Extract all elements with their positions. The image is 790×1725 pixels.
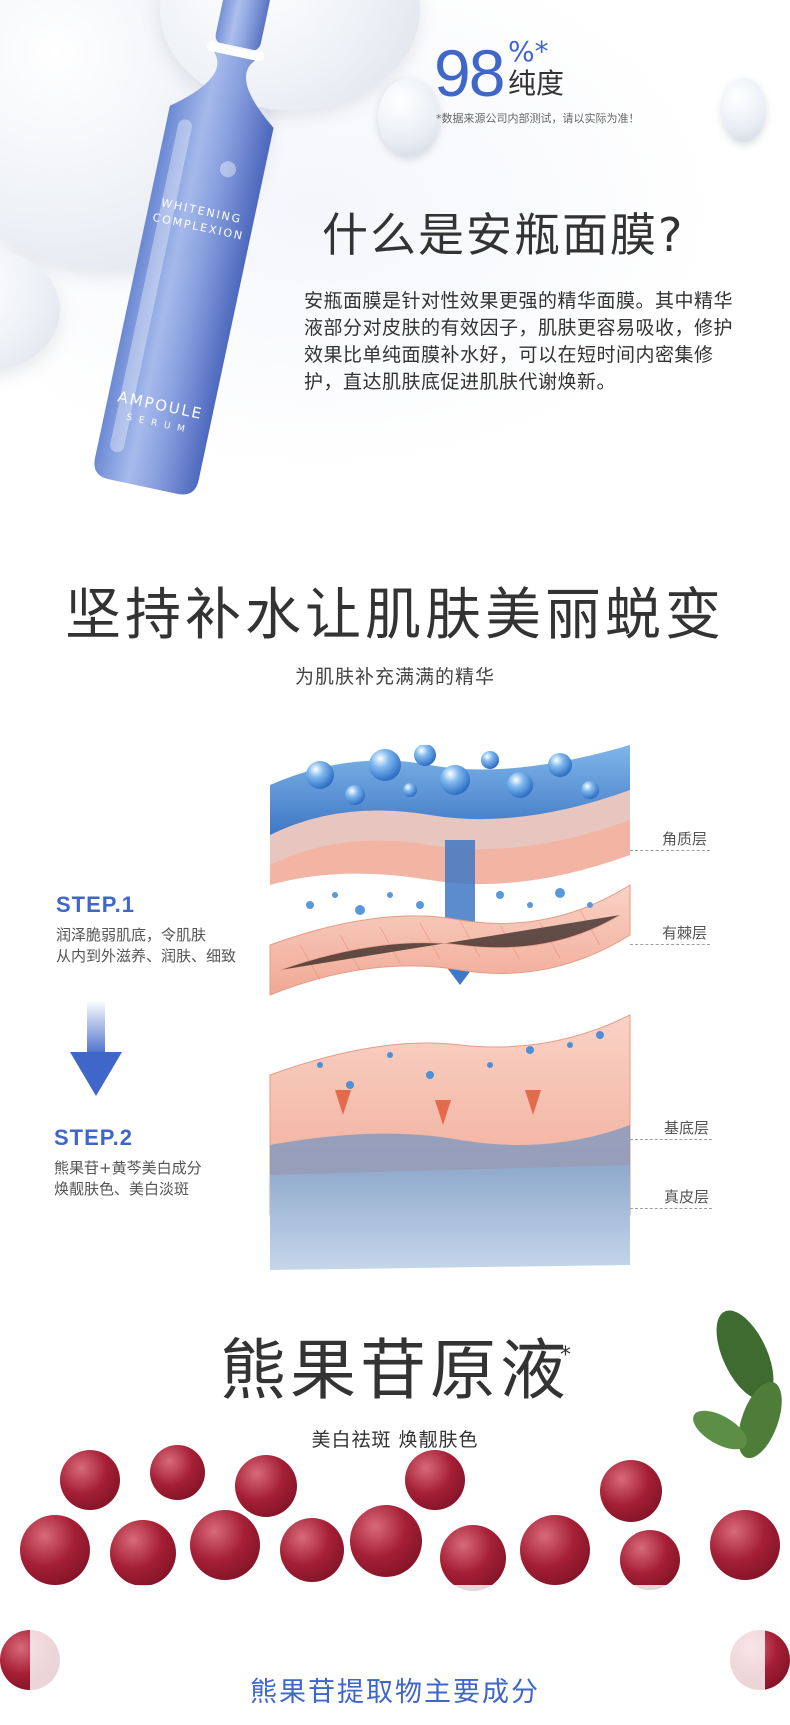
water-bubbles	[306, 745, 599, 805]
label-leader-line	[630, 850, 710, 851]
layer-label-dermis: 真皮层	[664, 1188, 710, 1206]
basal-dots	[317, 1031, 604, 1089]
berry	[710, 1510, 780, 1580]
berry	[150, 1445, 205, 1500]
berry	[190, 1510, 260, 1580]
layer-label-basal: 基底层	[664, 1119, 710, 1137]
berry	[235, 1455, 297, 1517]
cream-drop	[378, 78, 440, 156]
step1-title: STEP.1	[56, 892, 135, 917]
label-leader-line	[630, 1139, 712, 1140]
leaf-image	[693, 1310, 782, 1459]
step2-desc-line2: 焕靓肤色、美白淡斑	[54, 1180, 190, 1198]
purity-number: 98	[434, 36, 505, 110]
step2-description: 熊果苷+黄芩美白成分 焕靓肤色、美白淡斑	[54, 1158, 202, 1200]
skin-layers-diagram	[269, 745, 631, 1270]
step2-title: STEP.2	[54, 1125, 133, 1150]
bearberry-title: 熊果苷原液	[220, 1332, 570, 1409]
nutrient-dots	[306, 888, 593, 915]
hydration-section-subtitle: 为肌肤补充满满的精华	[294, 666, 495, 688]
step2-desc-line1: 熊果苷+黄芩美白成分	[54, 1159, 202, 1177]
label-leader-line	[630, 944, 710, 945]
purity-unit: %*	[508, 35, 549, 68]
what-is-ampoule-title: 什么是安瓶面膜?	[322, 208, 685, 262]
cream-splash	[0, 250, 60, 370]
berry	[350, 1505, 422, 1577]
down-arrow-icon	[70, 1000, 122, 1096]
step1-description: 润泽脆弱肌底，令肌肤 从内到外滋养、润肤、细致	[56, 925, 236, 967]
layer-spinous	[269, 884, 631, 996]
layer-texture	[270, 785, 630, 865]
ingredients-panel	[30, 1585, 765, 1725]
step1-desc-line2: 从内到外滋养、润肤、细致	[56, 947, 237, 965]
purity-label: 纯度	[508, 67, 565, 100]
hydration-section-title: 坚持补水让肌肤美丽蜕变	[65, 583, 725, 648]
what-is-ampoule-body: 安瓶面膜是针对性效果更强的精华面膜。其中精华液部分对皮肤的有效因子，肌肤更容易吸…	[304, 290, 734, 393]
berry	[520, 1515, 590, 1585]
ingredients-panel-title: 熊果苷提取物主要成分	[250, 1677, 540, 1708]
cream-drop	[722, 78, 766, 142]
berry	[600, 1460, 662, 1522]
berry	[280, 1518, 344, 1582]
label-leader-line	[630, 1208, 712, 1209]
purity-footnote: *数据来源公司内部测试，请以实际为准！	[436, 112, 640, 125]
spinous-grid	[279, 909, 621, 981]
ampoule-bottle-image: WHITENING COMPLEXION AMPOULE S E R U M	[94, 0, 274, 495]
layer-dermis-base	[270, 1165, 630, 1270]
layer-label-spinous: 有棘层	[662, 924, 708, 942]
bearberry-subtitle: 美白祛斑 焕靓肤色	[311, 1429, 479, 1451]
berry	[60, 1450, 120, 1510]
ampoule-section: WHITENING COMPLEXION AMPOULE S E R U M	[0, 0, 790, 520]
whitening-arrows	[335, 1090, 541, 1125]
layer-label-stratum-corneum: 角质层	[662, 830, 708, 848]
bearberry-title-mark: *	[560, 1343, 571, 1368]
berry	[110, 1520, 176, 1586]
berry	[405, 1450, 465, 1510]
berry	[440, 1525, 506, 1591]
berry	[20, 1515, 90, 1585]
berry	[620, 1530, 680, 1590]
step1-desc-line1: 润泽脆弱肌底，令肌肤	[56, 926, 207, 944]
